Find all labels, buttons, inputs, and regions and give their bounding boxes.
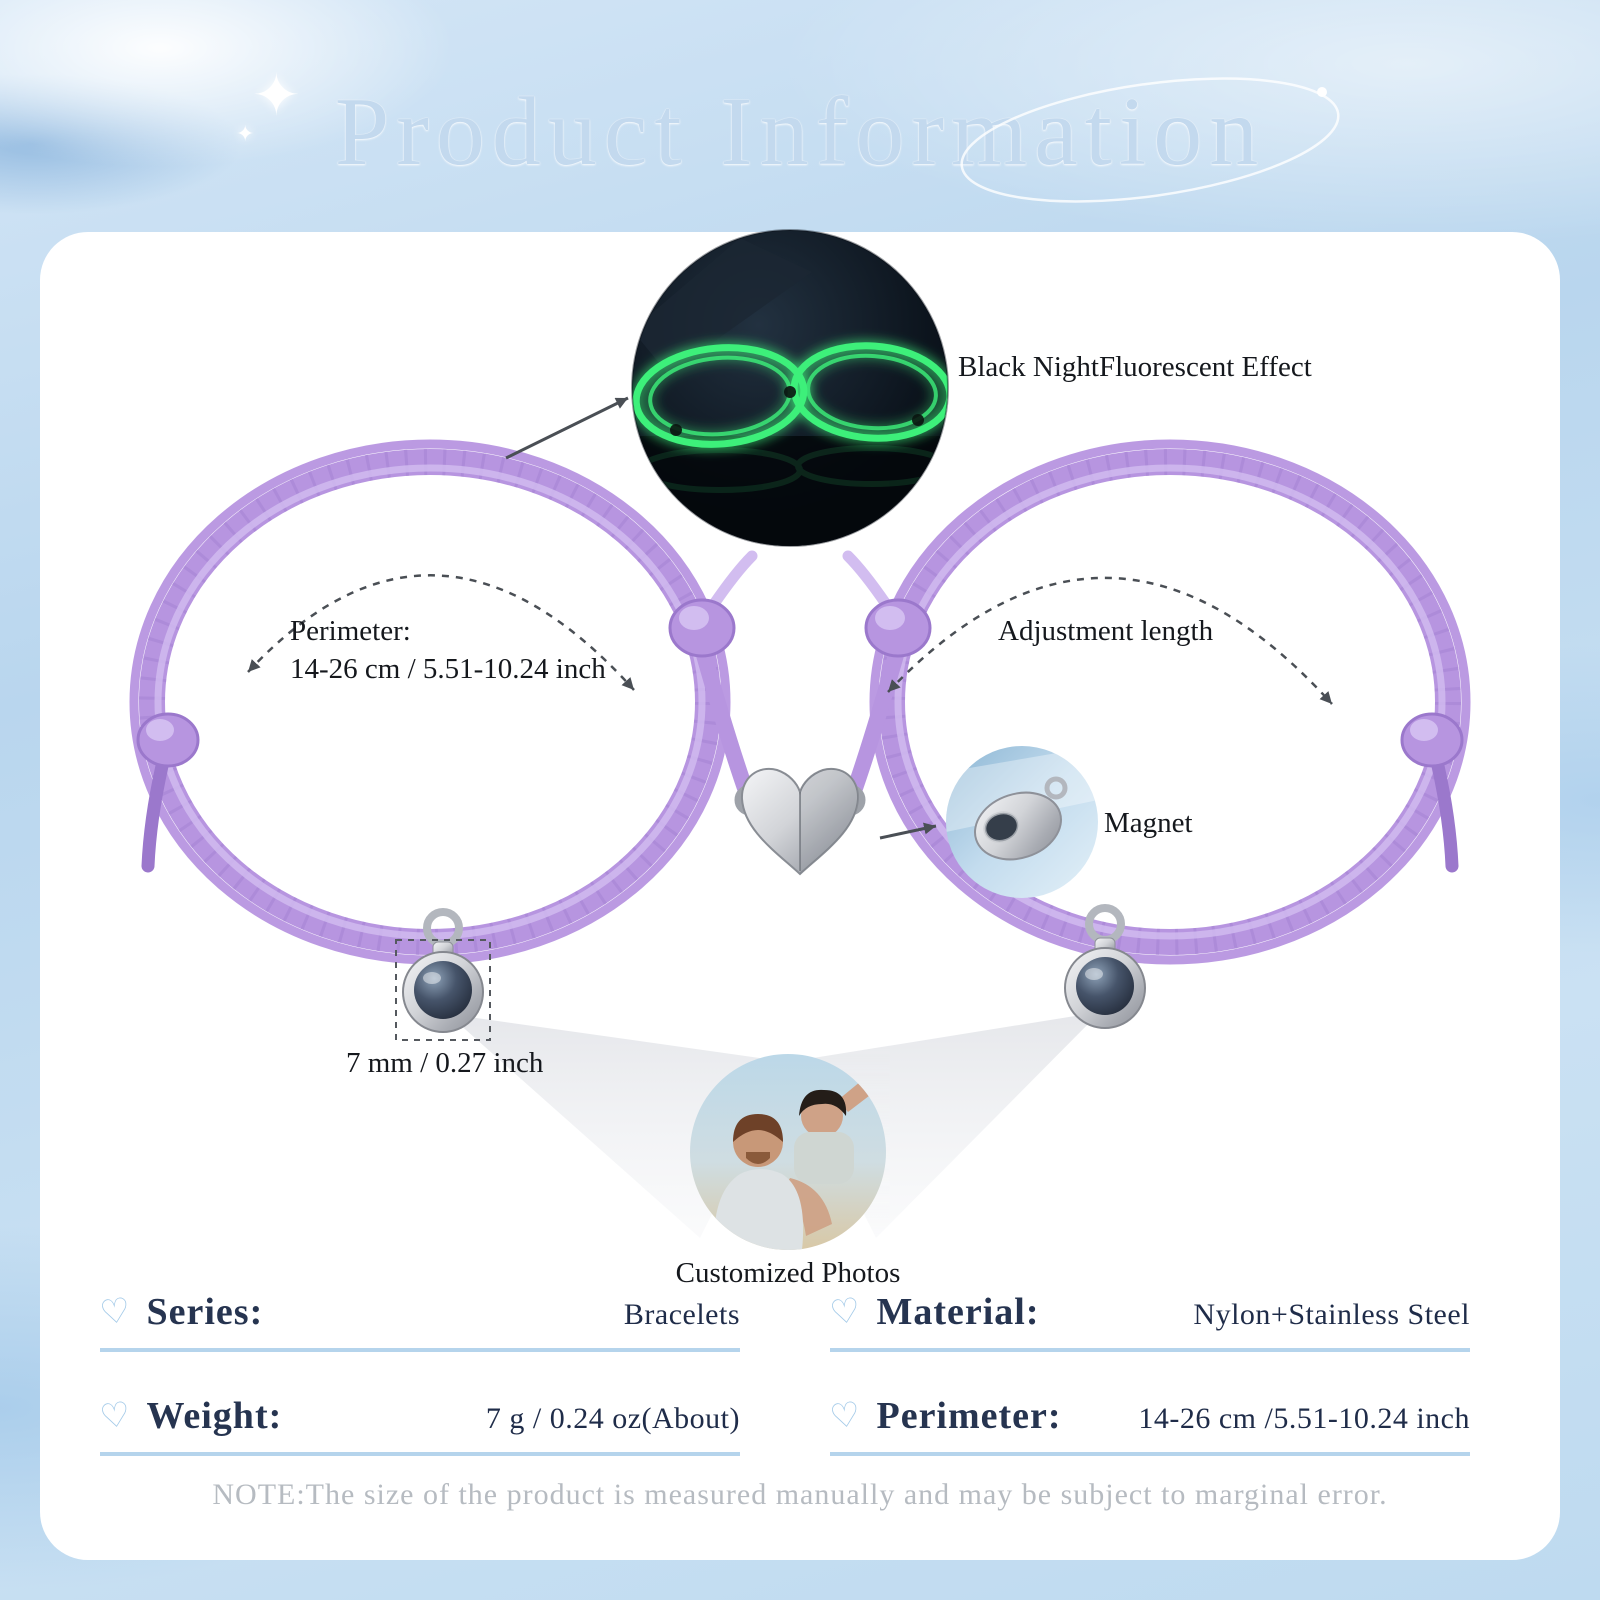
perimeter-callout: Perimeter: 14-26 cm / 5.51-10.24 inch (290, 612, 606, 688)
spec-row-weight: ♡ Weight: 7 g / 0.24 oz(About) (97, 1394, 740, 1456)
spec-value-weight: 7 g / 0.24 oz(About) (485, 1402, 740, 1435)
adjustment-length-label: Adjustment length (998, 615, 1214, 647)
measurement-note: NOTE:The size of the product is measured… (212, 1478, 1388, 1511)
spec-label-material: Material: (876, 1291, 1040, 1333)
spec-label-weight: Weight: (146, 1395, 283, 1437)
perimeter-callout-label: Perimeter: (290, 615, 411, 647)
heart-icon: ♡ (97, 1290, 134, 1334)
spec-value-material: Nylon+Stainless Steel (1193, 1298, 1470, 1331)
customized-photos-label: Customized Photos (675, 1257, 901, 1289)
fluorescent-effect-label: Black NightFluorescent Effect (958, 351, 1312, 383)
spec-label-series: Series: (146, 1291, 264, 1333)
spec-row-material: ♡ Material: Nylon+Stainless Steel (827, 1290, 1470, 1352)
sparkle-icon: ✦ (252, 61, 301, 129)
spec-row-series: ♡ Series: Bracelets (97, 1290, 740, 1352)
magnet-label: Magnet (1104, 807, 1193, 839)
product-card (40, 232, 1560, 1560)
perimeter-callout-value: 14-26 cm / 5.51-10.24 inch (290, 653, 606, 685)
spec-value-perimeter: 14-26 cm /5.51-10.24 inch (1138, 1402, 1470, 1435)
spec-value-series: Bracelets (623, 1298, 740, 1331)
heart-icon: ♡ (827, 1290, 864, 1334)
spec-label-perimeter: Perimeter: (876, 1395, 1062, 1437)
charm-size-label: 7 mm / 0.27 inch (346, 1047, 544, 1079)
heart-icon: ♡ (97, 1394, 134, 1438)
spec-row-perimeter: ♡ Perimeter: 14-26 cm /5.51-10.24 inch (827, 1394, 1470, 1456)
heart-icon: ♡ (827, 1394, 864, 1438)
sparkle-icon-small: ✦ (236, 122, 255, 147)
